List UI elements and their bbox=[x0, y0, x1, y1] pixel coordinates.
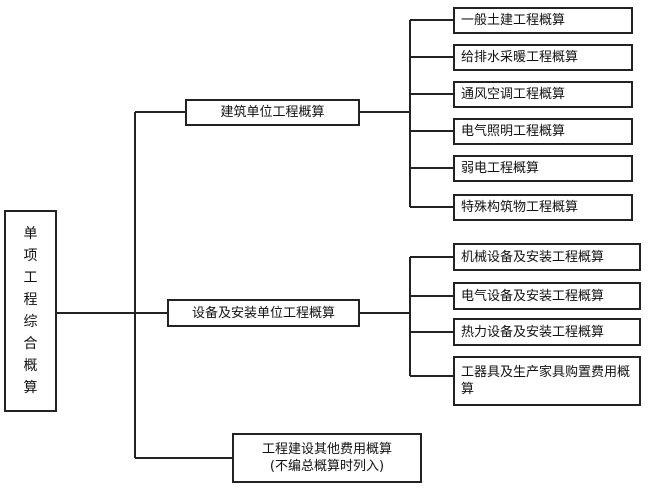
root-node: 单 项 工 程 综 合 概 算 bbox=[4, 210, 57, 412]
leaf-node: 给排水采暖工程概算 bbox=[453, 44, 633, 71]
branch-other-costs: 工程建设其他费用概算 (不编总概算时列入) bbox=[232, 433, 422, 483]
branch-equipment: 设备及安装单位工程概算 bbox=[167, 299, 360, 327]
root-char: 项 bbox=[23, 248, 38, 264]
leaf-node: 热力设备及安装工程概算 bbox=[453, 318, 641, 346]
root-char: 工 bbox=[23, 270, 38, 286]
leaf-node: 特殊构筑物工程概算 bbox=[453, 194, 633, 221]
leaf-node: 电气设备及安装工程概算 bbox=[453, 282, 641, 310]
root-char: 综 bbox=[23, 314, 38, 330]
leaf-node: 通风空调工程概算 bbox=[453, 81, 633, 108]
branch-building: 建筑单位工程概算 bbox=[185, 99, 360, 126]
leaf-node: 工器具及生产家具购置费用概算 bbox=[453, 356, 641, 406]
leaf-node: 电气照明工程概算 bbox=[453, 118, 633, 145]
root-char: 程 bbox=[23, 292, 38, 308]
branch-other-note: (不编总概算时列入) bbox=[269, 459, 385, 474]
root-char: 概 bbox=[23, 358, 38, 374]
root-char: 合 bbox=[23, 336, 38, 352]
leaf-node: 一般土建工程概算 bbox=[453, 7, 633, 34]
root-char: 算 bbox=[23, 380, 38, 396]
leaf-node: 机械设备及安装工程概算 bbox=[453, 243, 641, 271]
branch-other-label: 工程建设其他费用概算 bbox=[261, 442, 392, 457]
root-char: 单 bbox=[23, 226, 38, 242]
leaf-node: 弱电工程概算 bbox=[453, 155, 633, 182]
